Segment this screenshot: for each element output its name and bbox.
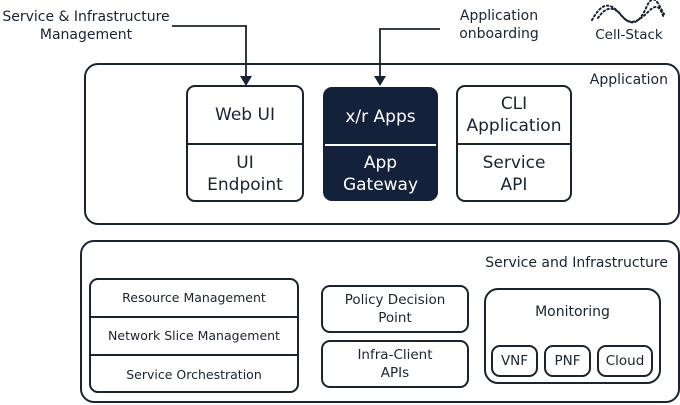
arrowhead-webui-icon — [240, 76, 252, 86]
arrow-onboarding-to-xrapps — [379, 28, 440, 78]
web-ui-box: Web UI UI Endpoint — [186, 85, 304, 202]
infra-client-apis-box: Infra-Client APIs — [321, 340, 469, 388]
ui-endpoint-label: UI Endpoint — [207, 152, 283, 195]
arrowhead-xrapps-icon — [374, 76, 386, 86]
monitoring-vnf-chip: VNF — [491, 345, 538, 377]
management-divider-2 — [91, 354, 297, 356]
xr-apps-divider — [325, 144, 436, 146]
brand-name: Cell-Stack — [595, 27, 663, 43]
application-panel-title: Application — [589, 72, 668, 88]
service-infra-management-label: Service & Infrastructure Management — [2, 9, 170, 43]
monitoring-pnf-chip: PNF — [544, 345, 591, 377]
arrow-management-to-webui — [172, 25, 247, 78]
service-api-label: Service API — [482, 152, 546, 195]
monitoring-title: Monitoring — [535, 304, 610, 320]
network-slice-management-label: Network Slice Management — [108, 328, 280, 343]
xr-apps-box: x/r Apps App Gateway — [323, 87, 438, 201]
service-infrastructure-panel-title: Service and Infrastructure — [485, 255, 668, 271]
cli-divider — [458, 143, 570, 145]
service-orchestration-label: Service Orchestration — [126, 366, 262, 382]
cell-stack-logo-icon — [591, 0, 665, 24]
resource-management-label: Resource Management — [122, 290, 266, 305]
policy-decision-point-box: Policy Decision Point — [321, 285, 469, 333]
web-ui-label: Web UI — [215, 105, 275, 125]
web-ui-divider — [188, 143, 302, 145]
management-divider-1 — [91, 316, 297, 318]
app-gateway-label: App Gateway — [342, 152, 419, 195]
application-panel — [84, 63, 680, 225]
cli-application-label: CLI Application — [466, 94, 562, 136]
cli-box: CLI Application Service API — [456, 85, 572, 202]
management-stack: Resource Management Network Slice Manage… — [89, 278, 299, 393]
application-onboarding-label: Application onboarding — [459, 8, 539, 42]
monitoring-cloud-chip: Cloud — [597, 345, 653, 377]
xr-apps-label: x/r Apps — [345, 106, 416, 127]
service-infrastructure-panel — [80, 240, 680, 403]
